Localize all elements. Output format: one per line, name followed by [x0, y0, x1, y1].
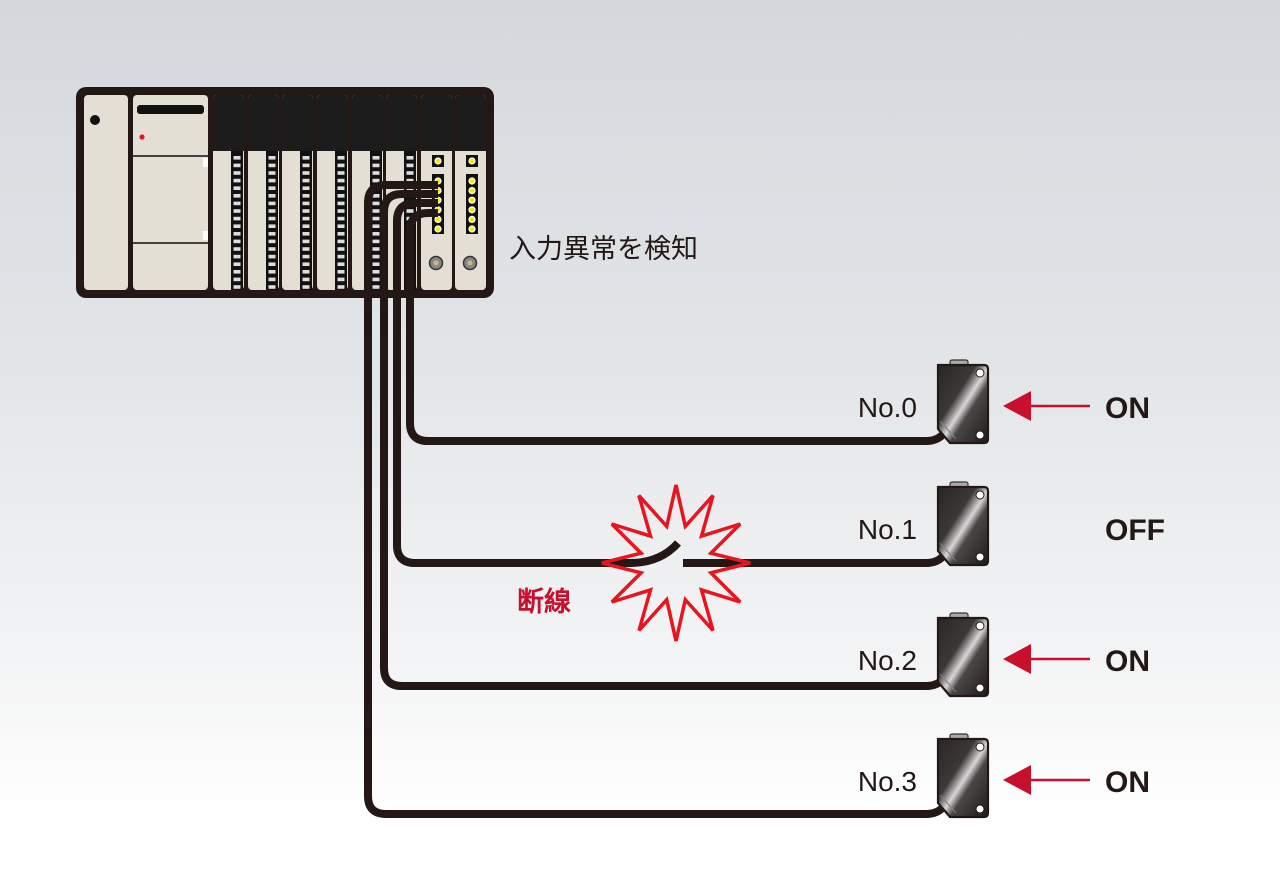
- input-led-icon: [468, 215, 476, 223]
- status-led-icon: [434, 157, 442, 165]
- sensor-cable: [364, 181, 948, 818]
- sensor-cable: [380, 190, 948, 690]
- photoelectric-sensor-icon: [936, 485, 990, 567]
- input-led-icon: [468, 177, 476, 185]
- sensor-no1: No.1 OFF: [858, 481, 1165, 567]
- photoelectric-sensor-icon: [936, 616, 990, 698]
- sensor-state-label: ON: [1105, 392, 1150, 425]
- broken-cable-segment: [393, 199, 681, 567]
- input-led-icon: [468, 196, 476, 204]
- sensor-no3: No.3 ON: [858, 733, 1150, 819]
- sensor-id-label: No.1: [858, 514, 917, 545]
- break-label: 断線: [517, 586, 571, 618]
- input-led-icon: [468, 187, 476, 195]
- input-led-icon: [468, 206, 476, 214]
- sensor-state-label: OFF: [1105, 514, 1165, 547]
- io-module: [455, 95, 486, 290]
- sensor-state-label: ON: [1105, 645, 1150, 678]
- break-burst-icon: [601, 484, 751, 642]
- sensor-cable: [406, 209, 948, 445]
- sensor-no2: No.2 ON: [858, 612, 1150, 698]
- sensor-id-label: No.2: [858, 645, 917, 676]
- io-module: [213, 95, 244, 290]
- cpu-status-led-icon: [139, 134, 145, 140]
- cable-group: [364, 181, 948, 818]
- sensor-id-label: No.0: [858, 392, 917, 423]
- sensor-state-label: ON: [1105, 766, 1150, 799]
- io-module: [248, 95, 279, 290]
- input-led-icon: [434, 215, 442, 223]
- power-indicator-icon: [90, 115, 100, 125]
- input-led-icon: [468, 225, 476, 233]
- io-module: [282, 95, 313, 290]
- cpu-module: [133, 95, 208, 290]
- input-led-icon: [434, 225, 442, 233]
- photoelectric-sensor-icon: [936, 737, 990, 819]
- status-led-icon: [468, 157, 476, 165]
- photoelectric-sensor-icon: [936, 363, 990, 445]
- power-supply-module: [84, 95, 128, 290]
- cpu-label-slot: [137, 105, 204, 114]
- sensor-no0: No.0 ON: [858, 359, 1150, 445]
- sensor-id-label: No.3: [858, 766, 917, 797]
- io-module: [317, 95, 348, 290]
- detection-title: 入力異常を検知: [509, 234, 698, 265]
